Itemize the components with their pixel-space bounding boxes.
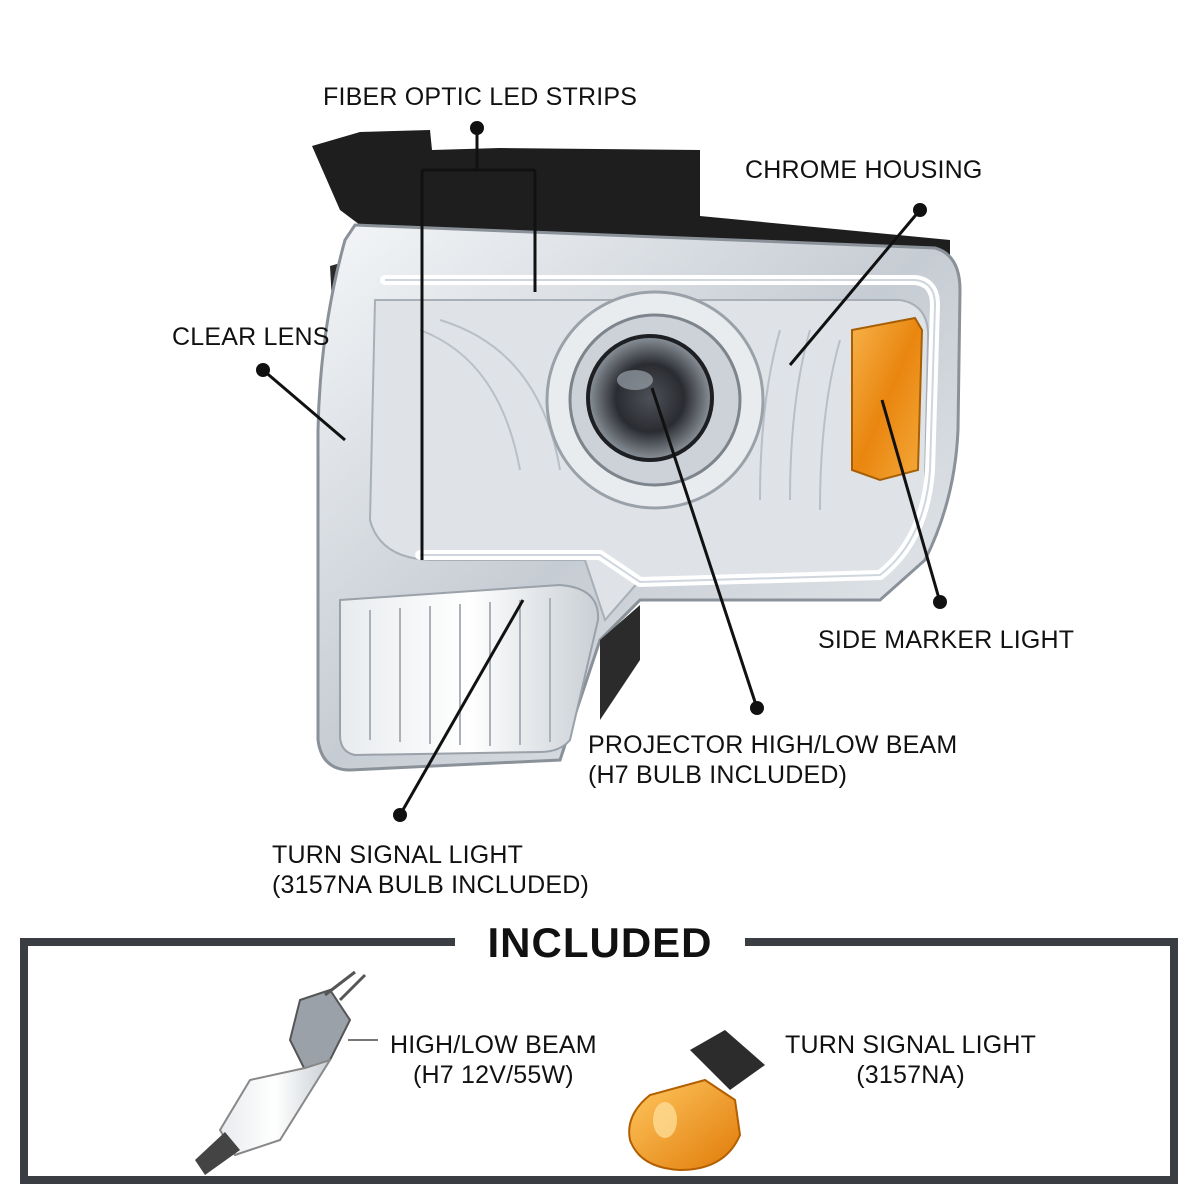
h7-bulb-icon bbox=[195, 970, 378, 1175]
callout-lines bbox=[262, 128, 942, 816]
included-item-3157na-line1: TURN SIGNAL LIGHT bbox=[785, 1031, 1037, 1059]
callout-clear-lens: CLEAR LENS bbox=[172, 323, 330, 351]
included-frame-top-left bbox=[20, 938, 455, 946]
headlight-housing bbox=[316, 223, 962, 772]
callout-projector: PROJECTOR HIGH/LOW BEAM (H7 BULB INCLUDE… bbox=[588, 730, 957, 790]
callout-turn-signal-line1: TURN SIGNAL LIGHT bbox=[272, 841, 524, 869]
callout-fiber-optic: FIBER OPTIC LED STRIPS bbox=[323, 83, 638, 111]
included-title: INCLUDED bbox=[455, 918, 745, 968]
included-item-h7-line1: HIGH/LOW BEAM bbox=[390, 1031, 597, 1059]
callout-projector-line1: PROJECTOR HIGH/LOW BEAM bbox=[588, 731, 958, 759]
callout-turn-signal: TURN SIGNAL LIGHT (3157NA BULB INCLUDED) bbox=[272, 840, 589, 900]
callout-chrome-housing: CHROME HOUSING bbox=[745, 156, 983, 184]
included-item-h7-line2: (H7 12V/55W) bbox=[413, 1061, 574, 1089]
callout-dots bbox=[256, 121, 947, 822]
3157na-bulb-icon bbox=[628, 1030, 765, 1172]
callout-side-marker: SIDE MARKER LIGHT bbox=[818, 626, 1075, 654]
included-frame bbox=[20, 938, 1178, 1184]
callout-turn-signal-line2: (3157NA BULB INCLUDED) bbox=[272, 871, 590, 899]
side-marker-lens bbox=[851, 316, 924, 482]
included-frame-top-right bbox=[745, 938, 1178, 946]
callout-projector-line2: (H7 BULB INCLUDED) bbox=[588, 761, 848, 789]
included-item-3157na: TURN SIGNAL LIGHT (3157NA) bbox=[785, 1030, 1036, 1090]
turn-signal-lens bbox=[339, 583, 600, 757]
included-item-h7: HIGH/LOW BEAM (H7 12V/55W) bbox=[390, 1030, 597, 1090]
included-item-3157na-line2: (3157NA) bbox=[856, 1061, 965, 1089]
